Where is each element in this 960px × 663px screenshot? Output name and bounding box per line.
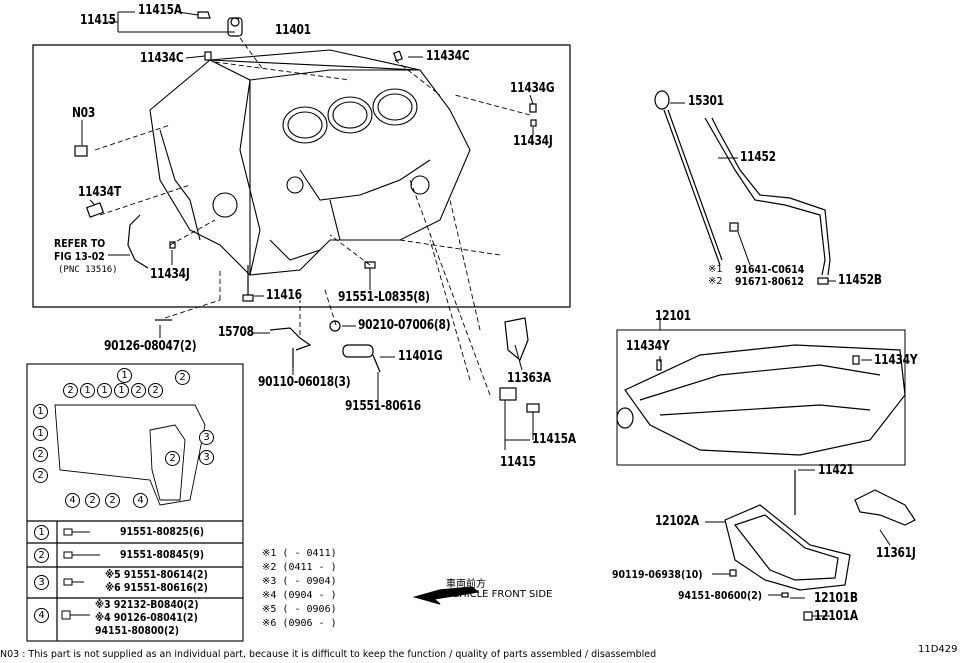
label-12101A[interactable]: 12101A xyxy=(814,609,858,624)
label-91671-80612[interactable]: 91671-80612 xyxy=(735,275,804,288)
label-11415-top[interactable]: 11415 xyxy=(80,13,116,28)
circle-bottom-3: 2 xyxy=(105,493,120,508)
circle-top-5: 2 xyxy=(131,383,146,398)
direction-jp: 車両前方 xyxy=(446,579,486,590)
label-11363A[interactable]: 11363A xyxy=(507,371,551,386)
block-frame xyxy=(32,44,571,308)
circle-left-4: 2 xyxy=(33,468,48,483)
label-91551-L0835[interactable]: 91551-L0835(8) xyxy=(338,290,430,305)
label-90110-06018[interactable]: 90110-06018(3) xyxy=(258,375,351,390)
date-note-1: ※1 ( - 0411) xyxy=(262,548,337,559)
label-11401G[interactable]: 11401G xyxy=(398,349,443,364)
refer-line1: REFER TO xyxy=(54,237,106,250)
legend-row1-part[interactable]: 91551-80825(6) xyxy=(120,525,204,538)
circle-top-1: 2 xyxy=(63,383,78,398)
legend-row4-b[interactable]: ※4 90126-08041(2) xyxy=(95,611,198,624)
date-note-2: ※2 (0411 - ) xyxy=(262,562,337,573)
circle-left-1: 1 xyxy=(33,404,48,419)
figure-id: 11D429 xyxy=(918,644,958,655)
legend-row3-b[interactable]: ※6 91551-80616(2) xyxy=(105,581,208,594)
legend-row2-num: 2 xyxy=(34,548,49,563)
label-94151-80600[interactable]: 94151-80600(2) xyxy=(678,589,762,602)
label-11434C-left[interactable]: 11434C xyxy=(140,51,184,66)
label-11434J-right[interactable]: 11434J xyxy=(513,134,553,149)
circle-top-raised: 1 xyxy=(117,368,132,383)
legend-row2-part[interactable]: 91551-80845(9) xyxy=(120,548,204,561)
label-12101B[interactable]: 12101B xyxy=(814,591,858,606)
label-11434C-right[interactable]: 11434C xyxy=(426,49,470,64)
label-90210-07006[interactable]: 90210-07006(8) xyxy=(358,318,451,333)
circle-left-3: 2 xyxy=(33,447,48,462)
label-11415-bottom[interactable]: 11415 xyxy=(500,455,536,470)
label-12102A[interactable]: 12102A xyxy=(655,514,699,529)
label-11434J-left[interactable]: 11434J xyxy=(150,267,190,282)
label-11401[interactable]: 11401 xyxy=(275,23,311,38)
label-11434Y-right[interactable]: 11434Y xyxy=(874,353,918,368)
circle-top-6: 2 xyxy=(148,383,163,398)
legend-row4-c[interactable]: 94151-80800(2) xyxy=(95,624,179,637)
label-11415A-top[interactable]: 11415A xyxy=(138,3,182,18)
label-N03[interactable]: N03 xyxy=(72,106,96,121)
circle-right-2: 3 xyxy=(199,450,214,465)
label-11434Y-left[interactable]: 11434Y xyxy=(626,339,670,354)
direction-en: VEHICLE FRONT SIDE xyxy=(446,589,553,600)
legend-row4-num: 4 xyxy=(34,608,49,623)
circle-top-3: 1 xyxy=(97,383,112,398)
date-note-6: ※6 (0906 - ) xyxy=(262,618,337,629)
engine-block xyxy=(149,49,471,276)
circle-center: 2 xyxy=(165,451,180,466)
label-11434G[interactable]: 11434G xyxy=(510,81,555,96)
refer-line2[interactable]: FIG 13-02 xyxy=(54,250,105,263)
label-91551-80616[interactable]: 91551-80616 xyxy=(345,399,421,414)
legend-row3-num: 3 xyxy=(34,575,49,590)
label-90119-06938[interactable]: 90119-06938(10) xyxy=(612,568,703,581)
label-11416[interactable]: 11416 xyxy=(266,288,302,303)
circle-left-2: 1 xyxy=(33,426,48,441)
front-arrow xyxy=(412,586,480,605)
label-11415A-bottom[interactable]: 11415A xyxy=(532,432,576,447)
refer-line3: (PNC 13516) xyxy=(58,265,118,275)
label-15708[interactable]: 15708 xyxy=(218,325,254,340)
date-note-3: ※3 ( - 0904) xyxy=(262,576,337,587)
date-note-5: ※5 ( - 0906) xyxy=(262,604,337,615)
label-11452B[interactable]: 11452B xyxy=(838,273,882,288)
label-11434T[interactable]: 11434T xyxy=(78,185,121,200)
dipstick-drawing xyxy=(654,90,831,285)
circle-corner: 2 xyxy=(175,370,190,385)
footer-note: N03 : This part is not supplied as an in… xyxy=(0,649,657,660)
label-11361J[interactable]: 11361J xyxy=(876,546,916,561)
date-note-4: ※4 (0904 - ) xyxy=(262,590,337,601)
circle-top-2: 1 xyxy=(80,383,95,398)
oil-pan-upper-drawing xyxy=(616,329,906,466)
label-mark1: ※1 xyxy=(708,264,723,275)
label-mark2: ※2 xyxy=(708,276,723,287)
legend-row4-a[interactable]: ※3 92132-B0840(2) xyxy=(95,598,199,611)
label-90126-08047[interactable]: 90126-08047(2) xyxy=(104,339,197,354)
circle-right-1: 3 xyxy=(199,430,214,445)
label-11421[interactable]: 11421 xyxy=(818,463,854,478)
circle-bottom-1: 4 xyxy=(65,493,80,508)
label-12101[interactable]: 12101 xyxy=(655,309,691,324)
legend-row1-num: 1 xyxy=(34,525,49,540)
circle-top-4: 1 xyxy=(114,383,129,398)
circle-bottom-2: 2 xyxy=(85,493,100,508)
legend-row3-a[interactable]: ※5 91551-80614(2) xyxy=(105,568,208,581)
circle-bottom-4: 4 xyxy=(133,493,148,508)
oil-pan-lower-drawing xyxy=(724,470,851,621)
label-11452[interactable]: 11452 xyxy=(740,150,776,165)
label-91641-C0614[interactable]: 91641-C0614 xyxy=(735,263,805,276)
label-15301[interactable]: 15301 xyxy=(688,94,724,109)
